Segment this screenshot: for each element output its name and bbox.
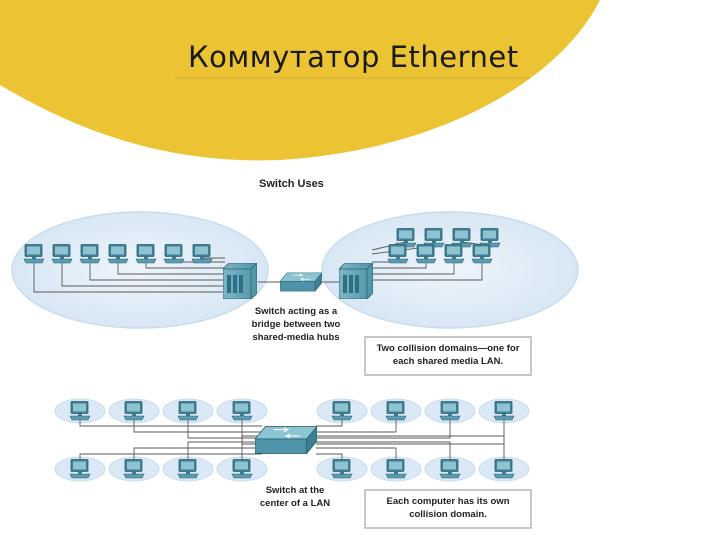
slide-title: Коммутатор Ethernet bbox=[188, 40, 519, 74]
bridge-switch-icon bbox=[280, 272, 322, 292]
collision-domains-callout: Two collision domains—one for each share… bbox=[364, 336, 532, 376]
bridge-switch-caption: Switch acting as a bridge between two sh… bbox=[251, 306, 341, 343]
accent-shape bbox=[0, 0, 600, 161]
hub-right-icon bbox=[339, 263, 373, 299]
own-collision-domain-callout: Each computer has its own collision doma… bbox=[364, 489, 532, 529]
hub-left-icon bbox=[223, 263, 257, 299]
lower-cabling bbox=[79, 420, 505, 460]
lan-cloud-right bbox=[321, 211, 579, 329]
central-switch-caption: Switch at the center of a LAN bbox=[259, 485, 331, 509]
lan-cloud-left bbox=[11, 211, 269, 329]
central-switch-icon bbox=[255, 426, 317, 454]
diagram-title: Switch Uses bbox=[259, 178, 324, 190]
